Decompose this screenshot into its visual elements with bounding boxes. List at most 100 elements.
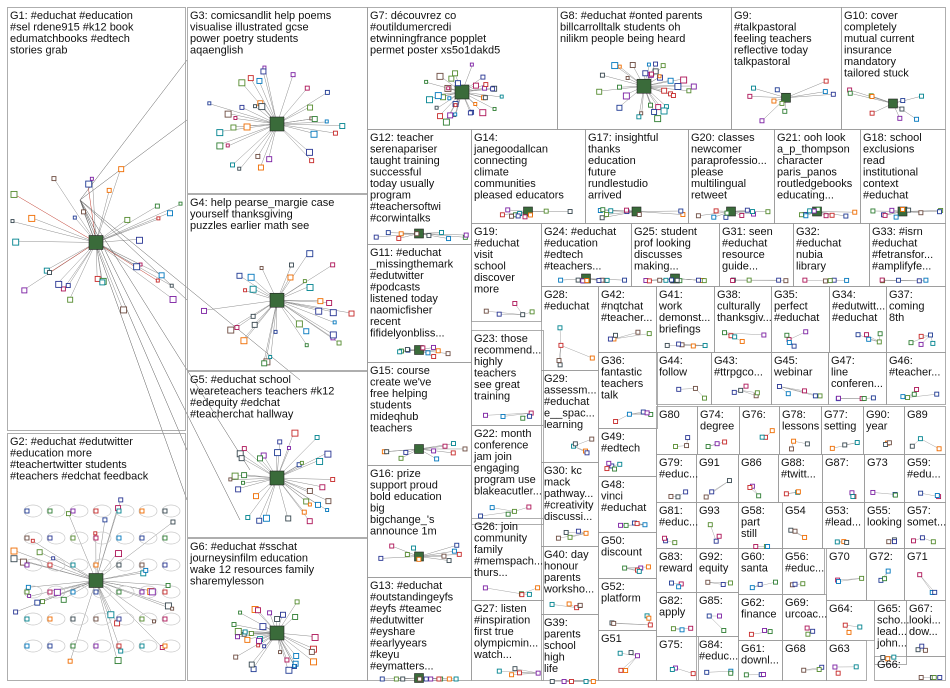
vertex (434, 105, 439, 110)
vertex (937, 209, 942, 215)
edge (560, 345, 593, 359)
vertex (563, 529, 569, 535)
group-label-g63: G63 (829, 643, 850, 655)
vertex (769, 428, 775, 434)
vertex (307, 502, 312, 507)
group-box-g88 (778, 454, 823, 503)
edge (803, 669, 820, 671)
edge (49, 242, 97, 273)
vertex (850, 494, 856, 500)
vertex (705, 579, 711, 585)
vertex (253, 493, 259, 500)
vertex (599, 72, 605, 78)
vertex (436, 676, 442, 682)
vertex (783, 278, 789, 284)
vertex (24, 535, 30, 541)
vertex (800, 581, 806, 587)
group-label-g49: G49:#edtech (601, 431, 640, 455)
vertex (791, 343, 797, 349)
vertex (663, 277, 669, 283)
vertex (292, 663, 297, 668)
edge (68, 513, 97, 581)
vertex (294, 599, 300, 605)
vertex (462, 446, 468, 452)
vertex (227, 326, 235, 334)
vertex (822, 89, 828, 95)
vertex (317, 298, 324, 305)
vertex (116, 508, 122, 514)
vertex (747, 485, 753, 490)
vertex (783, 491, 789, 497)
vertex (836, 395, 841, 401)
vertex (262, 644, 267, 649)
vertex (303, 498, 310, 505)
vertex (617, 84, 622, 90)
self-loop (46, 558, 66, 572)
group-label-g60: G60:santa (741, 551, 769, 575)
edge (485, 412, 532, 416)
edge (264, 68, 278, 125)
vertex (721, 628, 727, 633)
vertex (882, 576, 888, 582)
vertex (120, 306, 128, 314)
edge (838, 578, 862, 582)
group-box-g42 (598, 286, 657, 353)
edge (678, 388, 696, 390)
vertex (416, 556, 422, 562)
vertex (446, 86, 451, 91)
vertex (802, 534, 808, 540)
edge (276, 300, 308, 346)
edge (36, 580, 97, 603)
vertex (40, 599, 45, 605)
edge (39, 551, 97, 581)
vertex (683, 489, 689, 495)
vertex (311, 634, 319, 641)
group-box-g44 (656, 352, 712, 405)
vertex (575, 528, 581, 534)
edge (919, 574, 935, 593)
vertex (776, 384, 782, 389)
vertex (233, 116, 238, 120)
vertex (892, 539, 897, 545)
group-label-g92: G92:equity (699, 551, 729, 575)
vertex (118, 497, 124, 503)
vertex (47, 616, 53, 622)
vertex (242, 629, 248, 635)
vertex (389, 543, 395, 549)
vertex (686, 88, 692, 94)
vertex (622, 277, 628, 283)
group-label-g43: G43:#ttrpgco... (714, 355, 763, 379)
vertex (447, 112, 454, 119)
group-label-g44: G44:follow (659, 355, 687, 379)
vertex (596, 278, 602, 284)
vertex (286, 446, 291, 450)
vertex (158, 272, 165, 279)
vertex (267, 610, 273, 616)
group-label-layer: G1: #educhat #education#sel rdene915 #k1… (10, 10, 946, 675)
vertex (231, 472, 239, 480)
vertex (761, 672, 766, 677)
vertex (937, 675, 943, 680)
vertex (13, 609, 19, 615)
edge (613, 332, 638, 340)
vertex (900, 98, 906, 104)
vertex (556, 358, 562, 363)
vertex (636, 212, 642, 217)
vertex (453, 676, 459, 682)
edge (95, 521, 174, 581)
vertex (557, 362, 563, 368)
vertex (782, 108, 788, 114)
vertex (747, 93, 753, 99)
edge (785, 91, 826, 98)
vertex (567, 534, 573, 540)
vertex (143, 567, 149, 573)
vertex (885, 656, 891, 662)
vertex (10, 219, 15, 224)
